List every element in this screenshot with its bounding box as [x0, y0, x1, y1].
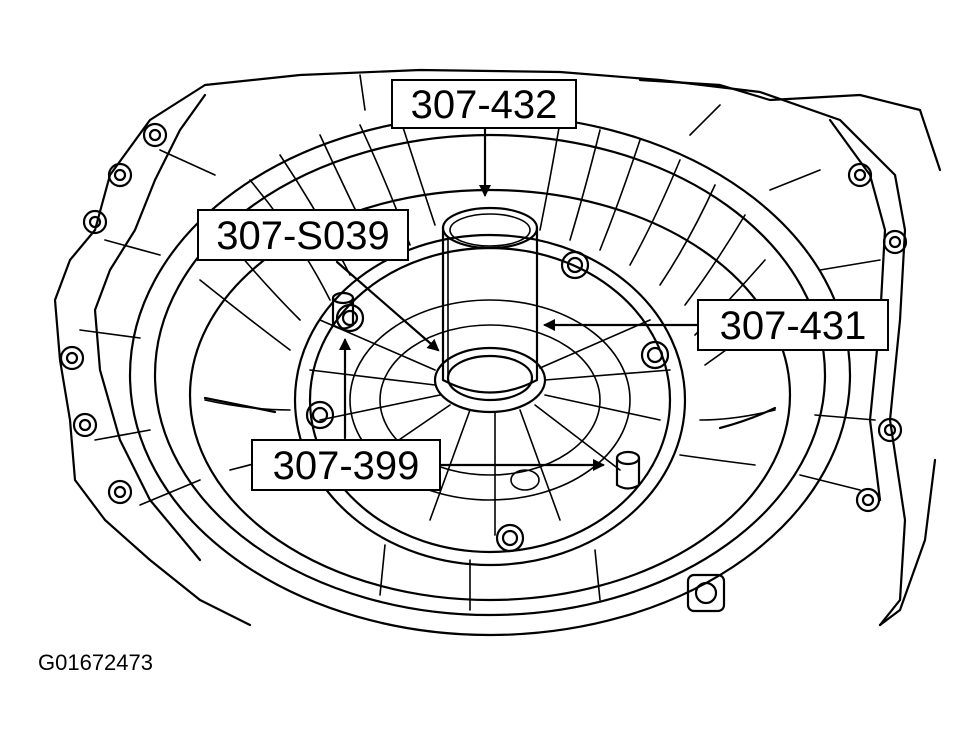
transmission-housing: [53, 68, 942, 627]
callout-307-431-text: 307-431: [720, 304, 867, 348]
converter-vanes: [199, 117, 781, 611]
callout-307-399-text: 307-399: [273, 444, 420, 488]
callout-307-399: 307-399: [251, 439, 441, 491]
pump-ribs: [309, 299, 671, 536]
callout-307-432-text: 307-432: [411, 83, 558, 127]
figure-id-label: G01672473: [38, 650, 153, 675]
tool-307-432-cylinder: [441, 206, 539, 394]
arrow-307-S039: [335, 260, 440, 352]
tool-307-399-pin-right: [615, 450, 641, 490]
leader-arrows: [335, 126, 700, 471]
housing-bolt-holes: [59, 122, 908, 613]
housing-ribs: [79, 74, 881, 506]
callout-307-432: 307-432: [391, 79, 577, 129]
pump-body: [293, 233, 687, 567]
callout-307-S039-text: 307-S039: [216, 214, 389, 258]
callout-307-S039: 307-S039: [197, 209, 409, 261]
pump-bolt-holes: [305, 250, 670, 553]
callout-307-431: 307-431: [697, 299, 889, 351]
tool-307-399-pin-left: [331, 291, 355, 330]
converter-housing: [128, 113, 852, 637]
